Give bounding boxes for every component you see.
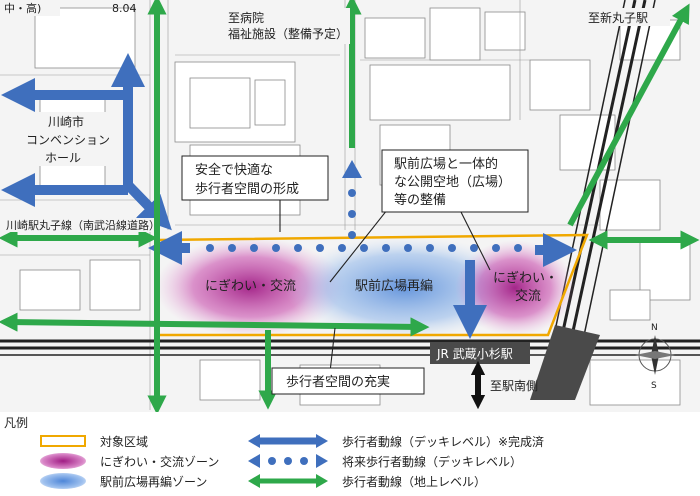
zone-label-nigiwai-right-1: にぎわい・ xyxy=(493,271,558,286)
legend-item-deck-line: 歩行者動線（デッキレベル）※完成済 xyxy=(248,432,544,450)
callout-safety-box xyxy=(181,155,329,201)
callout-safety-line1: 安全で快適な xyxy=(195,162,273,178)
compass-s: S xyxy=(651,381,657,391)
label-convention-2: コンベンション xyxy=(26,133,110,147)
label-convention-1: 川崎市 xyxy=(48,114,84,129)
callout-plaza-line3: 等の整備 xyxy=(394,192,446,208)
station-building xyxy=(530,325,600,400)
callout-leaders xyxy=(279,198,491,373)
target-area-swatch xyxy=(40,435,86,447)
zone-label-ekimae: 駅前広場再編 xyxy=(355,278,433,294)
nigiwai-zone-left xyxy=(155,237,345,337)
label-station: JR 武蔵小杉駅 xyxy=(436,347,513,361)
ground-line-plaza xyxy=(0,312,430,337)
legend-item-ekimae: 駅前広場再編ゾーン xyxy=(40,472,207,490)
label-convention-3: ホール xyxy=(45,151,81,165)
zone-label-nigiwai-right-2: 交流 xyxy=(515,288,541,304)
future-deck-line-swatch xyxy=(248,454,328,468)
callout-plaza-line1: 駅前広場と一体的 xyxy=(394,156,498,172)
corner-bg xyxy=(0,0,60,16)
callout-plaza-box xyxy=(381,149,529,213)
compass-icon: N S xyxy=(635,323,675,391)
convention-label-bg xyxy=(22,112,114,166)
nigiwai-zone-swatch xyxy=(40,453,86,469)
label-hospital-1: 至病院 xyxy=(228,10,264,25)
callout-pedestrian-box xyxy=(271,367,425,395)
legend-item-nigiwai: にぎわい・交流ゾーン xyxy=(40,452,219,470)
legend-item-ground-line: 歩行者動線（地上レベル） xyxy=(248,472,486,490)
legend-label-deck-line: 歩行者動線（デッキレベル）※完成済 xyxy=(342,434,545,449)
hospital-label-bg xyxy=(222,8,350,44)
label-south-exit: 至駅南側 xyxy=(490,378,538,393)
ekimae-zone-swatch xyxy=(40,473,86,489)
station-label-box xyxy=(430,342,530,364)
legend-item-target-area: 対象区域 xyxy=(40,432,148,450)
callout-safety-line2: 歩行者空間の形成 xyxy=(195,182,299,197)
legend-title: 凡例 xyxy=(4,416,29,430)
ground-line-northeast xyxy=(567,3,690,227)
ground-pedestrian-lines xyxy=(0,0,700,412)
legend-item-future-deck-line: 将来歩行者動線（デッキレベル） xyxy=(248,452,522,470)
future-deck-lines xyxy=(206,160,522,268)
building-footprints xyxy=(19,7,691,406)
label-corner: 中・高) xyxy=(4,1,41,15)
compass-n: N xyxy=(651,323,658,333)
callout-plaza-line2: な公開空地（広場） xyxy=(394,175,511,190)
label-hospital-2: 福祉施設（整備予定） xyxy=(228,26,348,41)
legend-label-ekimae: 駅前広場再編ゾーン xyxy=(100,474,208,489)
legend: 凡例 対象区域 にぎわい・交流ゾーン 駅前広場再編ゾーン 歩行者動線（デッキレベ… xyxy=(0,412,700,496)
callout-pedestrian: 歩行者空間の充実 xyxy=(286,374,390,390)
shin-maruko-bg xyxy=(584,8,670,26)
legend-label-nigiwai: にぎわい・交流ゾーン xyxy=(100,454,220,469)
legend-label-target-area: 対象区域 xyxy=(100,434,149,449)
deck-line-swatch xyxy=(248,434,328,448)
label-shin-maruko: 至新丸子駅 xyxy=(588,10,648,25)
zone-label-nigiwai-left: にぎわい・交流 xyxy=(205,278,296,294)
road-label-bg xyxy=(4,218,154,232)
area-map: 安全で快適な 歩行者空間の形成 駅前広場と一体的 な公開空地（広場） 等の整備 … xyxy=(0,0,700,412)
label-elevation: 8.04 xyxy=(112,2,137,15)
legend-label-ground-line: 歩行者動線（地上レベル） xyxy=(342,474,487,489)
label-road: 川崎駅丸子線（南武沿線道路） xyxy=(6,218,160,232)
ground-line-swatch xyxy=(248,474,328,488)
legend-label-future-deck-line: 将来歩行者動線（デッキレベル） xyxy=(342,454,523,469)
